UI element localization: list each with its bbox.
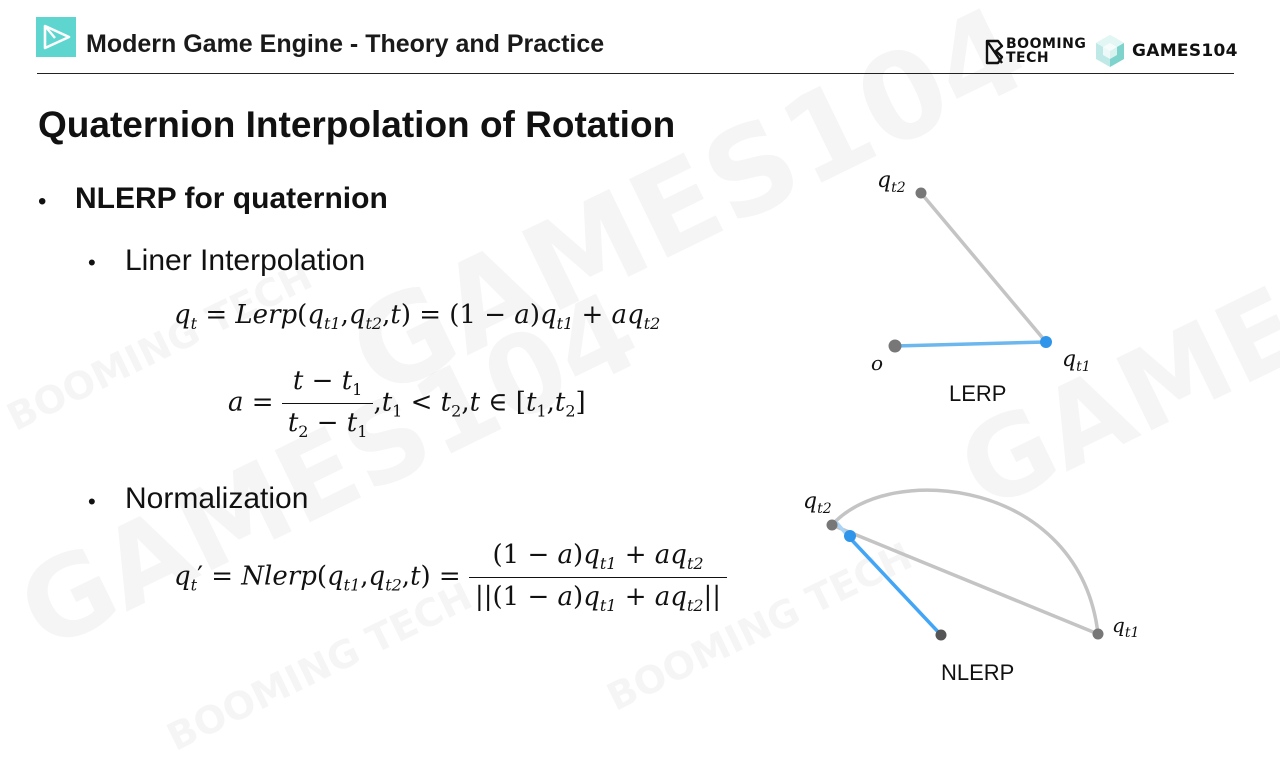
lerp-equation: qt = Lerp(qt1,qt2,t) = (1 − a)qt1 + aqt2 (174, 300, 661, 333)
label-origin: o (871, 351, 884, 375)
cube-icon (1096, 35, 1124, 67)
unit-arc (830, 488, 1100, 635)
bullet-normalization: Normalization (125, 482, 309, 515)
point-qt1 (1040, 336, 1052, 348)
point-qt2 (915, 187, 927, 199)
lerp-caption: LERP (949, 381, 1007, 406)
booming-tech-logo: BOOMING TECH (984, 36, 1087, 66)
label-qt1: qt1 (1112, 613, 1140, 641)
lerp-segment-o-qt1 (894, 340, 1047, 348)
games104-text: GAMES104 (1132, 41, 1238, 61)
booming-mark-icon (985, 39, 1004, 65)
point-origin (935, 629, 947, 641)
normalized-segment (846, 534, 943, 637)
point-qt2 (826, 519, 838, 531)
nlerp-equation: qt′ = Nlerp(qt1,qt2,t) = (1 − a)qt1 + aq… (174, 540, 728, 615)
header-title: Modern Game Engine - Theory and Practice (86, 30, 605, 58)
play-logo-icon (36, 17, 76, 57)
bullet-liner-interpolation: Liner Interpolation (125, 244, 366, 277)
bullet-dot: • (88, 250, 96, 275)
bullet-dot: • (38, 188, 47, 215)
label-qt2: qt2 (803, 489, 832, 517)
games104-logo: GAMES104 (1094, 33, 1238, 69)
nlerp-diagram (826, 488, 1104, 641)
nlerp-caption: NLERP (941, 660, 1015, 685)
label-qt2: qt2 (877, 168, 906, 196)
chord-qt2-qt1 (831, 523, 1099, 636)
lerp-diagram (888, 187, 1052, 353)
bullet-nlerp: NLERP for quaternion (75, 182, 388, 215)
slide-title: Quaternion Interpolation of Rotation (38, 104, 676, 145)
point-qt1 (1092, 628, 1104, 640)
label-qt1: qt1 (1062, 347, 1091, 375)
lerp-segment-qt2-qt1 (919, 191, 1048, 344)
booming-line2: TECH (1006, 50, 1050, 66)
point-normalized (844, 530, 856, 542)
header-divider (37, 73, 1234, 74)
bullet-dot: • (88, 489, 96, 514)
point-origin (888, 339, 902, 353)
booming-line1: BOOMING (1006, 36, 1087, 52)
